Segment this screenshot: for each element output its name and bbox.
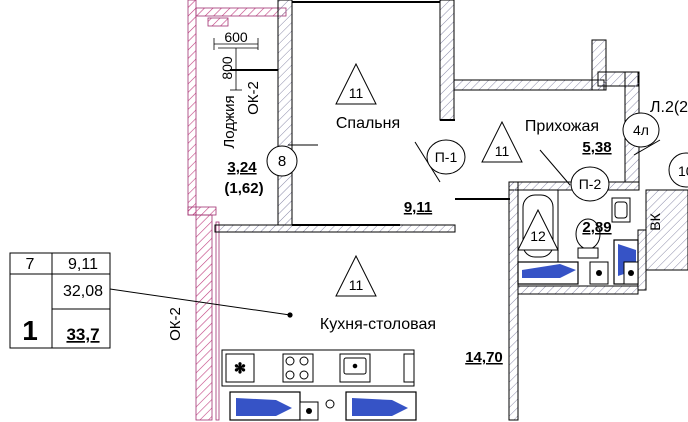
table-cell-total-area: 33,7 [66,325,99,344]
dimension-800: 800 [219,56,235,80]
ok2-left-label: ОК-2 [167,307,184,341]
door-p1-label: П-1 [435,149,458,165]
svg-text:✻: ✻ [234,361,246,377]
ok2-top-label: ОК-2 [245,81,262,115]
loggia-name: Лоджия [221,95,238,148]
table-unit-number: 1 [22,315,38,346]
bedroom-area: 9,11 [404,199,432,216]
hallway-name: Прихожая [525,118,599,135]
toilet [575,218,601,259]
appliances [229,239,639,421]
circle-marks [266,112,688,202]
partitions [230,1,510,226]
table-cell-bedroom-area: 9,11 [68,256,98,273]
loggia-area-reduced: (1,62) [224,180,263,197]
door-p2-label: П-2 [579,176,602,192]
loggia-area: 3,24 [227,159,257,176]
table-cell-living-area: 32,08 [63,283,103,300]
vk-label: ВК [647,212,663,230]
dimension-600: 600 [224,29,248,45]
kitchen-area: 14,70 [465,349,503,366]
table-cell-7: 7 [26,256,35,273]
circle-4l-label: 4л [633,122,649,138]
hallway-area: 5,38 [582,139,611,156]
hallway-tag: 11 [495,143,510,159]
bedroom-name: Спальня [336,115,400,132]
kitchen-tag: 11 [349,277,364,293]
washbasin [611,197,631,223]
apartment-summary-table [9,252,111,349]
bathroom-area: 2,89 [582,219,611,236]
label-l2: Л.2(2 [650,99,688,116]
loggia-tag: 8 [278,153,286,170]
leader-line [109,288,291,316]
bedroom-tag: 11 [349,85,364,101]
kitchen-counter: ✻ [221,349,415,387]
dimension-lines [213,38,259,91]
leader-dot [287,312,293,318]
loggia-parapet [187,0,287,421]
bathroom-tag: 12 [530,228,546,244]
room-tags [335,62,559,297]
circle-10-label: 10 [678,163,688,179]
kitchen-name: Кухня-столовая [320,316,436,333]
